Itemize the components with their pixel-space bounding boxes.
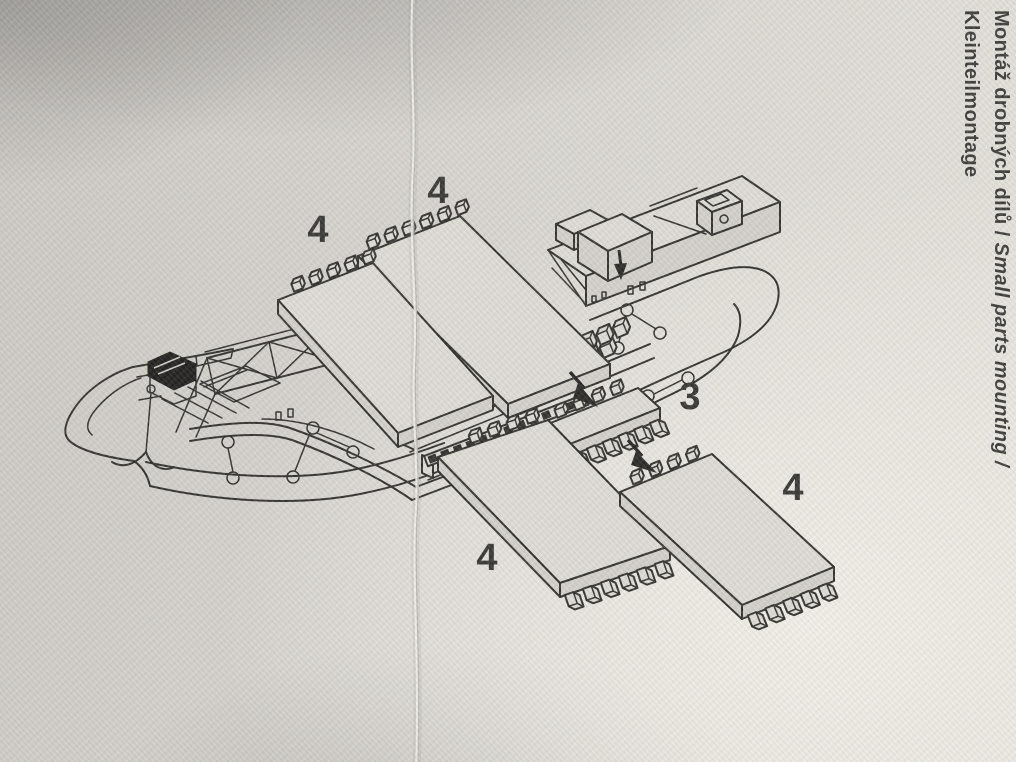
mooring-rings-bow (221, 421, 360, 485)
caption-english: Small parts mounting / (990, 242, 1012, 467)
winch-block (147, 351, 197, 391)
deck-plate-top-left (277, 247, 494, 448)
stern-fitting (649, 187, 743, 236)
arrow-to-spacer (568, 370, 598, 407)
caption-german: Kleinteilmontage (960, 10, 982, 178)
caption-czech: Montáž drobných dílů / (990, 10, 1012, 243)
caption-line-1: Montáž drobných dílů / Small parts mount… (989, 10, 1012, 752)
part-label-4-bottom-right: 4 (782, 467, 803, 509)
stern-deck (513, 175, 781, 444)
bollard-stern (639, 281, 646, 291)
bollards-bow (275, 408, 294, 421)
part-label-4-top-left: 4 (307, 209, 328, 251)
caption-line-2: Kleinteilmontage (959, 10, 982, 752)
margin-caption: Montáž drobných dílů / Small parts mount… (952, 10, 1012, 752)
fold-crease (408, 0, 422, 762)
part-label-4-top-right: 4 (427, 170, 448, 212)
deckhouse (555, 209, 653, 282)
part-label-3: 3 (679, 376, 700, 418)
anchor (111, 384, 175, 471)
bollard-stern (627, 285, 634, 295)
arrow-deckhouse (614, 249, 627, 280)
deck-plate-bottom-right (619, 444, 839, 633)
part-label-4-bottom-left: 4 (476, 537, 497, 579)
arrow-to-bottom-plate (626, 438, 657, 473)
